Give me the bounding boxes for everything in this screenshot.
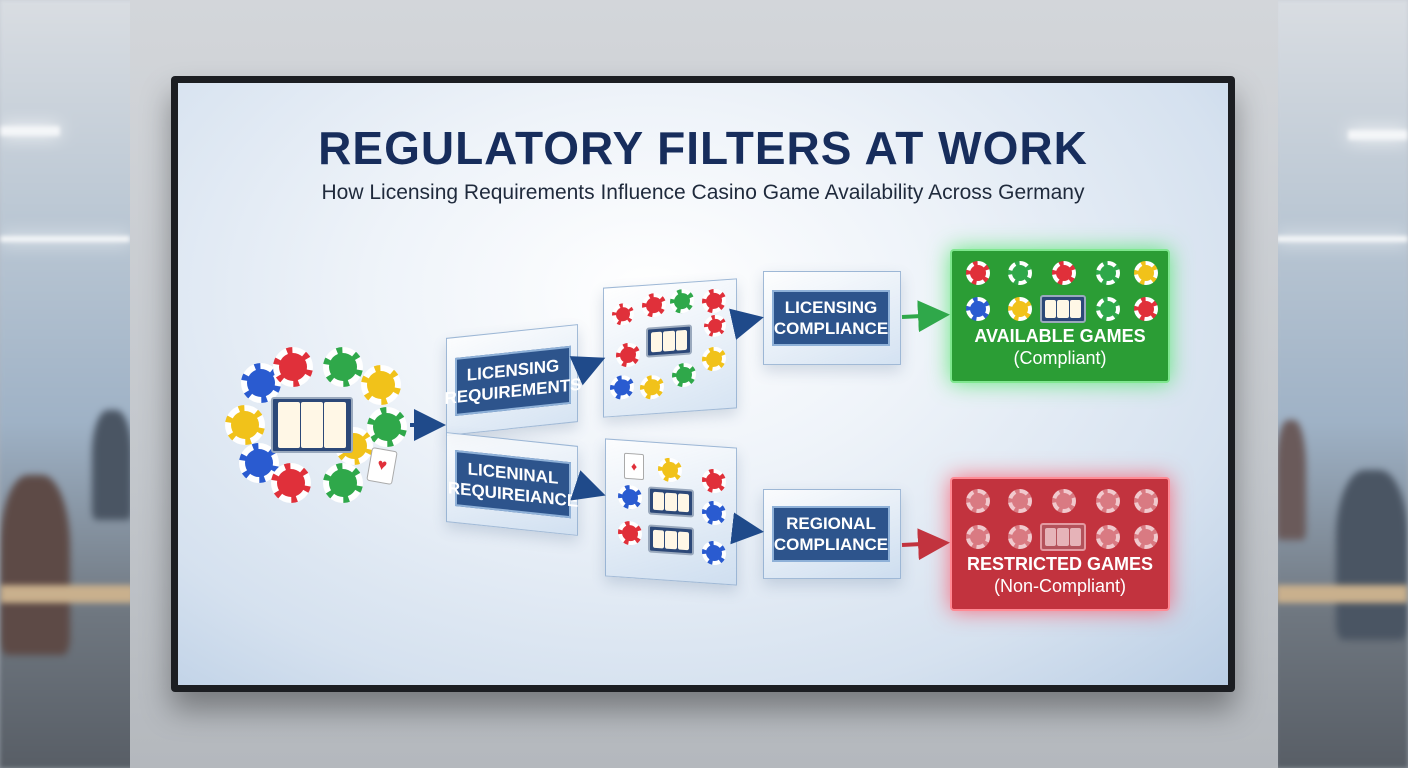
casino-chip-icon <box>323 347 363 387</box>
casino-chip-icon <box>1008 525 1032 549</box>
casino-chip-icon <box>1134 261 1158 285</box>
arrow-stage1-top <box>569 356 606 386</box>
regional-compliance-panel: REGIONAL COMPLIANCE <box>763 489 901 579</box>
available-games-note: (Compliant) <box>1013 348 1107 368</box>
arrow-to-available <box>901 300 950 333</box>
licensing-compliance-panel: LICENSING COMPLIANCE <box>763 271 901 365</box>
casino-chip-icon <box>367 407 407 447</box>
casino-chip-icon <box>271 463 311 503</box>
casino-chip-icon <box>1096 297 1120 321</box>
arrow-games-bottom <box>730 512 764 545</box>
diagram-screen: REGULATORY FILTERS AT WORK How Licensing… <box>178 83 1228 685</box>
available-games-card: AVAILABLE GAMES (Compliant) <box>950 249 1170 383</box>
slot-machine-icon <box>271 397 353 453</box>
arrow-to-restricted <box>901 528 950 561</box>
casino-chip-icon <box>1008 489 1032 513</box>
game-cluster: ♥ <box>223 343 413 503</box>
casino-chip-icon <box>1134 525 1158 549</box>
casino-chip-icon <box>966 525 990 549</box>
casino-chip-icon <box>323 463 363 503</box>
restricted-games-title: RESTRICTED GAMES <box>966 554 1153 574</box>
slot-machine-icon <box>1040 523 1086 551</box>
restricted-games-card: RESTRICTED GAMES (Non-Compliant) <box>950 477 1170 611</box>
casino-chip-icon <box>1096 489 1120 513</box>
arrow-stage1-bottom <box>570 470 606 501</box>
office-background-left <box>0 0 135 768</box>
regional-compliance-label: REGIONAL COMPLIANCE <box>772 506 890 562</box>
casino-chip-icon <box>1008 297 1032 321</box>
casino-chip-icon <box>1052 261 1076 285</box>
casino-chip-icon <box>1134 489 1158 513</box>
available-games-title: AVAILABLE GAMES <box>974 326 1146 346</box>
office-background-right <box>1276 0 1408 768</box>
casino-chip-icon <box>1096 525 1120 549</box>
diagram-title: REGULATORY FILTERS AT WORK <box>318 122 1088 174</box>
flow-arrows <box>410 300 950 561</box>
casino-chip-icon <box>966 261 990 285</box>
restricted-games-note: (Non-Compliant) <box>993 576 1127 596</box>
casino-chip-icon <box>361 365 401 405</box>
diagram-subtitle: How Licensing Requirements Influence Cas… <box>321 181 1085 204</box>
licensing-compliance-label: LICENSING COMPLIANCE <box>772 290 890 346</box>
casino-chip-icon <box>225 405 265 445</box>
casino-chip-icon <box>1052 489 1076 513</box>
slot-machine-icon <box>1040 295 1086 323</box>
casino-chip-icon <box>966 489 990 513</box>
casino-chip-icon <box>273 347 313 387</box>
casino-chip-icon <box>1134 297 1158 321</box>
casino-chip-icon <box>966 297 990 321</box>
arrow-games-top <box>729 308 764 340</box>
casino-chip-icon <box>1096 261 1120 285</box>
casino-chip-icon <box>1008 261 1032 285</box>
